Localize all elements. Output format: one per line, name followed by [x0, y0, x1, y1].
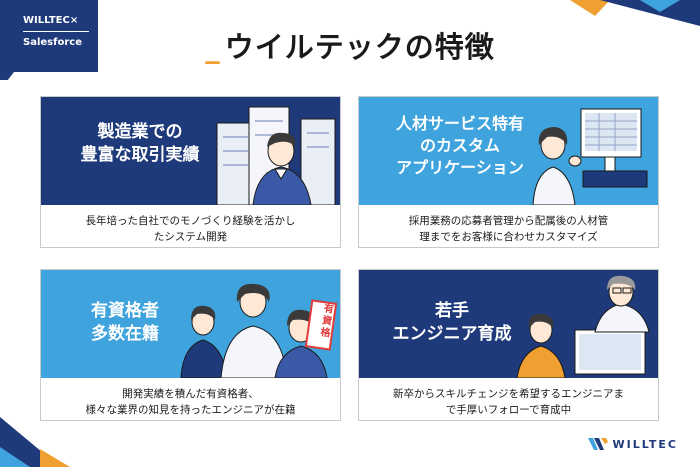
- card-heading: 有資格者 多数在籍: [55, 300, 195, 346]
- card-header-panel: 人材サービス特有 のカスタム アプリケーション: [359, 97, 658, 205]
- feature-card-qualified-staff: 有 資 格 有資格者 多数在籍 開発実績を積んだ有資格者、 様々な業界の知見を持…: [40, 269, 341, 421]
- mentoring-illustration: [516, 275, 650, 378]
- badge-divider: [23, 31, 89, 32]
- description-line: 様々な業界の知見を持ったエンジニアが在籍: [85, 404, 296, 416]
- title-text: ウイルテックの特徴: [224, 30, 495, 64]
- willtec-logo: WILLTEC: [588, 435, 678, 453]
- heading-line: 多数在籍: [91, 324, 159, 344]
- heading-line: 有資格者: [91, 301, 159, 321]
- engineers-team-illustration: [180, 283, 338, 378]
- badge-line-1: WILLTEC×: [23, 15, 79, 26]
- card-description: 採用業務の応募者管理から配属後の人材管 理までをお客様に合わせカスタマイズ: [359, 213, 658, 245]
- card-header-panel: 若手 エンジニア育成: [359, 270, 658, 378]
- logo-text: WILLTEC: [612, 437, 678, 451]
- heading-line: 若手: [435, 301, 469, 321]
- brand-badge: WILLTEC× Salesforce: [14, 0, 98, 72]
- heading-line: エンジニア育成: [392, 324, 512, 344]
- page-title: _ウイルテックの特徴: [0, 24, 700, 66]
- feature-card-young-engineers: 若手 エンジニア育成 新卒からスキルチェンジを希望するエンジニアま で手厚いフォ…: [358, 269, 659, 421]
- card-description: 開発実績を積んだ有資格者、 様々な業界の知見を持ったエンジニアが在籍: [41, 386, 340, 418]
- office-worker-illustration: [216, 106, 336, 205]
- description-line: で手厚いフォローで育成中: [445, 404, 572, 416]
- card-heading: 若手 エンジニア育成: [367, 300, 537, 346]
- heading-line: のカスタム: [419, 136, 500, 155]
- computer-worker-illustration: [532, 108, 648, 205]
- card-heading: 人材サービス特有 のカスタム アプリケーション: [365, 113, 555, 179]
- corner-decoration-top-left: [0, 0, 14, 80]
- heading-line: 人材サービス特有: [395, 114, 524, 133]
- feature-card-custom-apps: 人材サービス特有 のカスタム アプリケーション 採用業務の応募者管理から配属後の…: [358, 96, 659, 248]
- heading-line: アプリケーション: [396, 158, 524, 177]
- description-line: たシステム開発: [153, 231, 228, 243]
- heading-line: 豊富な取引実績: [80, 145, 200, 165]
- corner-decoration-bottom-left: [0, 417, 70, 467]
- feature-card-manufacturing: 製造業での 豊富な取引実績 長年培った自社でのモノづくり経験を活かし たシステム…: [40, 96, 341, 248]
- card-header-panel: 製造業での 豊富な取引実績: [41, 97, 340, 205]
- description-line: 長年培った自社でのモノづくり経験を活かし: [85, 215, 296, 227]
- heading-line: 製造業での: [97, 122, 183, 142]
- card-description: 新卒からスキルチェンジを希望するエンジニアま で手厚いフォローで育成中: [359, 386, 658, 418]
- corner-decoration-top-right: [570, 0, 700, 26]
- card-description: 長年培った自社でのモノづくり経験を活かし たシステム開発: [41, 213, 340, 245]
- description-line: 理までをお客様に合わせカスタマイズ: [419, 231, 598, 243]
- sign-char: 格: [319, 327, 332, 340]
- card-heading: 製造業での 豊富な取引実績: [55, 121, 225, 167]
- badge-line-2: Salesforce: [23, 37, 82, 48]
- description-line: 採用業務の応募者管理から配属後の人材管: [408, 215, 609, 227]
- title-accent-mark: _: [205, 30, 221, 64]
- description-line: 新卒からスキルチェンジを希望するエンジニアま: [393, 388, 624, 400]
- card-header-panel: 有 資 格 有資格者 多数在籍: [41, 270, 340, 378]
- logo-mark-icon: [588, 438, 609, 450]
- description-line: 開発実績を積んだ有資格者、: [122, 388, 259, 400]
